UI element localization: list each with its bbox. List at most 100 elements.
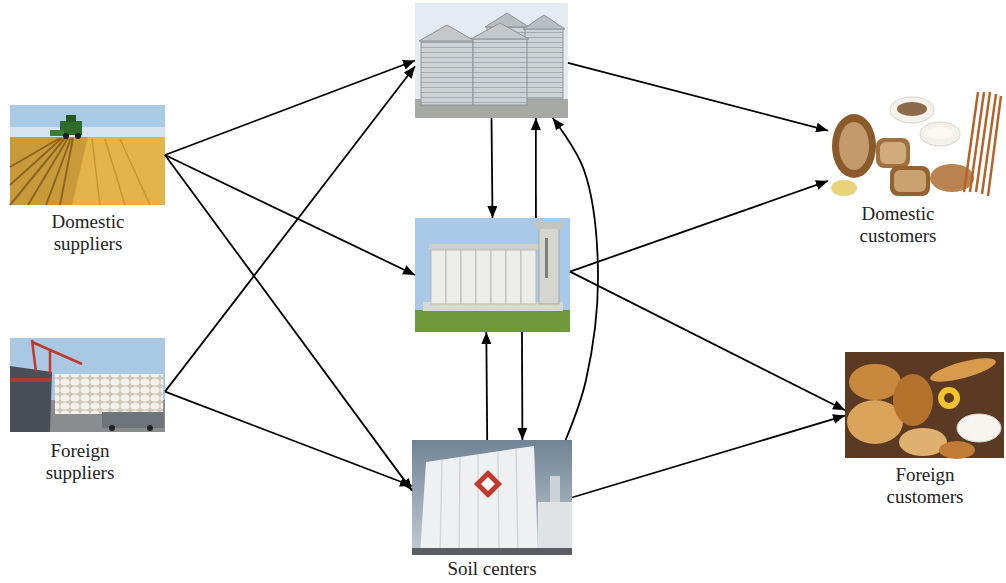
grain (897, 102, 927, 116)
crane (32, 340, 82, 374)
bread-slice (876, 138, 910, 168)
silo-roof (485, 13, 529, 27)
silo (506, 250, 521, 304)
picture-node: Soil centers (412, 440, 572, 555)
pasta (964, 92, 1001, 196)
sky (412, 440, 572, 555)
standing-wheat (72, 137, 165, 205)
flour-bowl (957, 414, 1001, 442)
tower-window (545, 238, 548, 278)
bread-basket-picture (845, 352, 1004, 459)
sunflower (938, 387, 960, 409)
wheel (63, 133, 69, 139)
flow-arrow (165, 155, 415, 275)
node-label: Soil centers (422, 558, 562, 580)
picture-node: Domestic suppliers (10, 105, 165, 205)
picture-node: Foreign suppliers (10, 338, 165, 432)
ground (412, 548, 572, 555)
silo (476, 250, 491, 304)
elevator-tower (539, 226, 559, 304)
picture-node (415, 218, 570, 332)
baguette (928, 353, 998, 386)
picture-node: Foreign customers (845, 352, 1004, 458)
bread-slice-crumb (880, 142, 906, 164)
node-label: Foreign customers (865, 464, 985, 508)
field-rows (10, 138, 73, 205)
picture-node: Domestic customers (828, 88, 1004, 200)
silo (431, 250, 446, 304)
grain-bowl (890, 97, 934, 123)
harvester-cab (66, 115, 76, 122)
flow-arrow (165, 66, 415, 391)
wheat-field-picture (10, 105, 165, 205)
sunflower-center (944, 393, 954, 403)
logo-inner (481, 477, 495, 491)
flow-arrow (553, 118, 598, 440)
bread-slice (890, 166, 930, 196)
flow-arrow (570, 272, 845, 411)
silo-roof (523, 15, 565, 29)
grass (415, 310, 570, 332)
field (10, 137, 165, 205)
flow-arrow (535, 118, 537, 218)
side-tower (550, 476, 560, 502)
silo (525, 29, 563, 99)
bread (849, 364, 901, 400)
steel-silos-picture (415, 3, 568, 118)
sky (10, 105, 165, 137)
ship-hull (10, 366, 52, 432)
flour-bowl (920, 122, 960, 146)
gallery (429, 244, 543, 250)
node-label: Foreign suppliers (20, 440, 140, 484)
harvester-header (50, 130, 64, 136)
port-picture (10, 338, 165, 432)
concrete-silos-picture (415, 218, 570, 332)
bread-roll (939, 441, 975, 459)
background (828, 88, 1004, 200)
sky (415, 3, 568, 118)
sack-stack (55, 374, 163, 414)
silo (521, 250, 536, 304)
logo (474, 470, 502, 498)
flour (926, 127, 954, 139)
silo (491, 250, 506, 304)
flow-arrow (165, 61, 415, 156)
tower-top (535, 221, 563, 229)
flow-arrow (485, 332, 488, 440)
flow-arrow (570, 181, 828, 272)
wheel (75, 133, 81, 139)
picture-node (415, 3, 568, 118)
hull-stripe (10, 378, 51, 382)
wheel (109, 425, 115, 431)
node-label: Domestic customers (838, 203, 958, 247)
background (845, 352, 1004, 458)
flow-arrow (165, 155, 412, 491)
silo (446, 250, 461, 304)
haze (10, 127, 165, 137)
flow-arrow (492, 118, 493, 218)
semolina (831, 180, 857, 196)
bread-crumb (839, 122, 869, 170)
wheat-rows (92, 139, 150, 205)
bread-slice-crumb (894, 170, 926, 192)
bread (893, 374, 933, 426)
node-label: Domestic suppliers (28, 211, 148, 255)
silo (461, 250, 476, 304)
silo-roof (471, 23, 529, 39)
sky (10, 338, 165, 432)
sky (415, 218, 570, 332)
silo-building (420, 446, 538, 555)
flow-arrow (572, 416, 845, 498)
silo (473, 39, 527, 105)
flow-arrow (568, 63, 828, 131)
silo-roof (419, 25, 475, 41)
silo-seams (440, 449, 518, 555)
silo (421, 41, 473, 105)
flow-arrow (165, 392, 412, 486)
soil-center-picture (412, 440, 572, 555)
bread-loaf (832, 114, 876, 178)
side-building (538, 502, 572, 555)
